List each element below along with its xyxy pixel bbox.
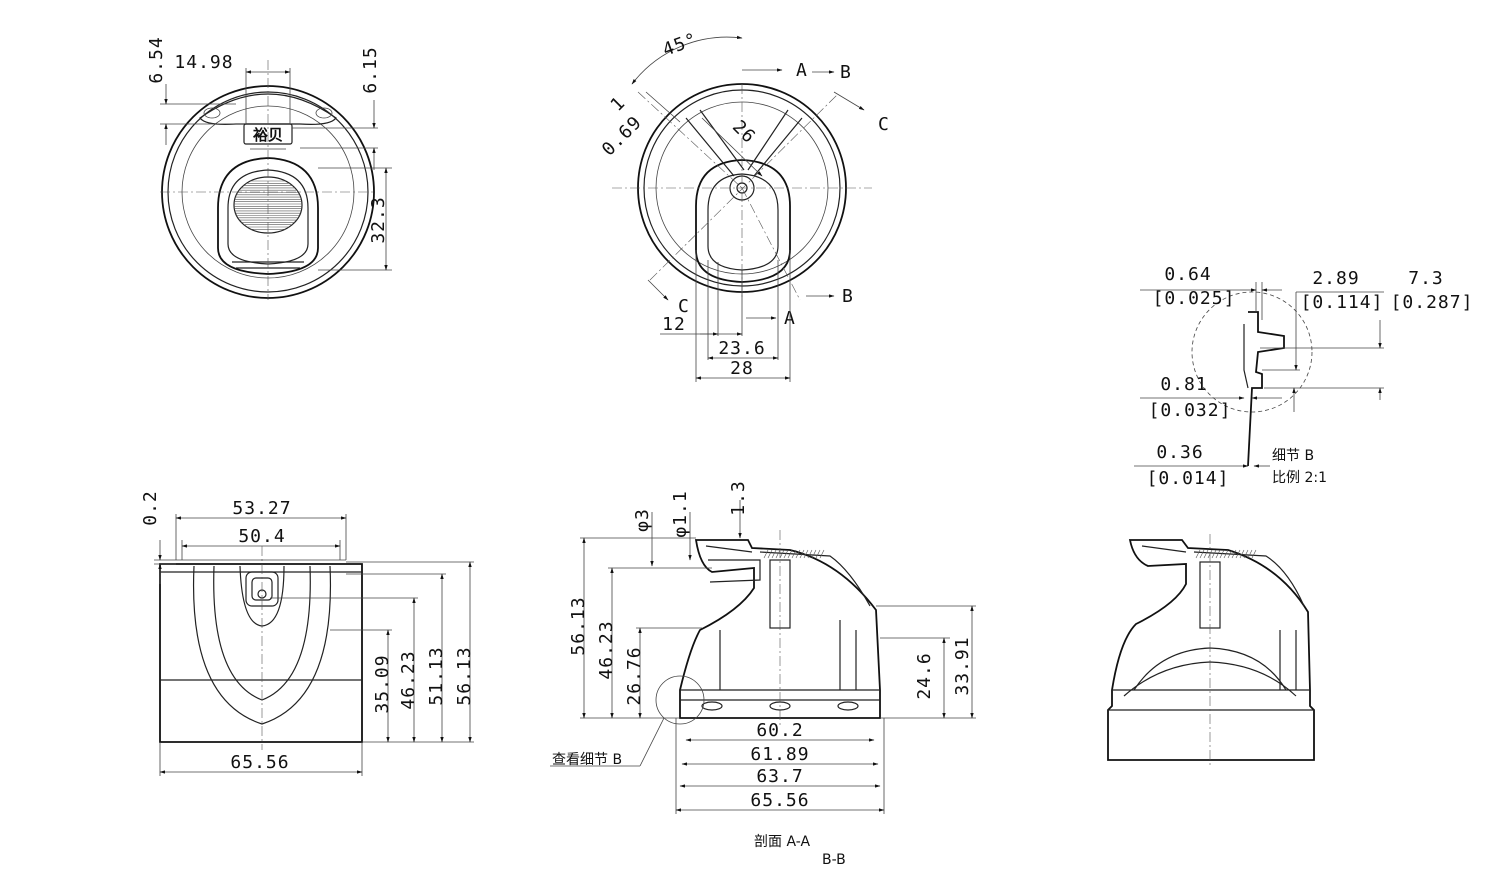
dim-12: 12 (662, 314, 686, 335)
dim-0-36-in: [0.014] (1147, 468, 1230, 489)
dim-46-23-section: 46.23 (596, 620, 617, 679)
dim-28: 28 (730, 358, 754, 379)
hatch-line (811, 549, 817, 559)
dim-51-13: 51.13 (426, 646, 447, 705)
dim-65-56-section: 65.56 (750, 790, 809, 811)
hatch-line (1235, 549, 1241, 559)
dim-56-13-front: 56.13 (454, 646, 475, 705)
detail-b-scale: 比例 2:1 (1272, 470, 1327, 486)
dim-56-13-section: 56.13 (568, 596, 589, 655)
section-a-a-title: 剖面 A-A (754, 834, 810, 850)
detail-b: 0.64 [0.025] 2.89 [0.114] 7.3 [0.287] 0.… (1134, 264, 1474, 489)
dim-14-98: 14.98 (174, 52, 233, 73)
section-mark-b-bottom: B (842, 286, 854, 307)
hatch-line (783, 549, 789, 559)
hatch-line (767, 549, 773, 559)
hatch-line (775, 549, 781, 559)
dim-26-76: 26.76 (624, 646, 645, 705)
dim-0-69: 0.69 (598, 112, 646, 160)
dim-0-36: 0.36 (1156, 442, 1203, 463)
dim-6-54: 6.54 (146, 36, 167, 83)
dim-1: 1 (606, 92, 629, 115)
dim-0-81-in: [0.032] (1149, 400, 1232, 421)
section-mark-a-bottom: A (784, 308, 796, 329)
hatch-line (1231, 549, 1237, 559)
dim-24-6: 24.6 (914, 652, 935, 699)
dim-35-09: 35.09 (372, 654, 393, 713)
dim-2-89: 2.89 (1312, 268, 1359, 289)
dim-phi1-1: φ1.1 (670, 490, 691, 537)
dim-1-3: 1.3 (728, 480, 749, 516)
hatch-line (799, 549, 805, 559)
hatch-line (1195, 549, 1201, 559)
hatch-line (779, 549, 785, 559)
dim-angle-45: 45° (660, 29, 701, 61)
hatch-line (795, 549, 801, 559)
section-mark-b-top: B (840, 62, 852, 83)
hatch-line (1199, 549, 1205, 559)
dim-53-27: 53.27 (232, 498, 291, 519)
section-cut-view: 45° 1 0.69 26 A B C C B A 12 23.6 28 (598, 29, 890, 382)
section-mark-c-top: C (878, 114, 890, 135)
hatch-line (1227, 549, 1233, 559)
front-view: 53.27 50.4 0.2 35.09 46.23 51.13 56.13 6… (140, 490, 475, 776)
hatch-line (1215, 549, 1221, 559)
dim-63-7: 63.7 (756, 766, 803, 787)
hatch-line (819, 549, 825, 559)
hatch-line (1219, 549, 1225, 559)
hatch-line (763, 549, 769, 559)
dim-6-15: 6.15 (360, 46, 381, 93)
hatch-line (1243, 549, 1249, 559)
dim-23-6: 23.6 (718, 338, 765, 359)
dim-0-2: 0.2 (140, 490, 161, 526)
hatch-line (815, 549, 821, 559)
hatch-line (1203, 549, 1209, 559)
logo-text: 裕贝 (252, 126, 283, 144)
dim-7-3: 7.3 (1408, 268, 1444, 289)
dim-60-2: 60.2 (756, 720, 803, 741)
see-detail-b-label: 查看细节 B (552, 752, 622, 768)
dim-7-3-in: [0.287] (1391, 292, 1474, 313)
section-mark-c-bottom: C (678, 296, 690, 317)
dim-33-91: 33.91 (952, 636, 973, 695)
section-mark-a-top: A (796, 60, 808, 81)
hatch-line (1251, 549, 1257, 559)
detail-b-title: 细节 B (1272, 448, 1314, 464)
hatch-line (771, 549, 777, 559)
dim-2-89-in: [0.114] (1301, 292, 1384, 313)
hatch-line (807, 549, 813, 559)
section-b-b-title: B-B (822, 852, 846, 868)
section-b-b (1107, 534, 1315, 766)
dim-65-56-front: 65.56 (230, 752, 289, 773)
hatch-line (791, 549, 797, 559)
dim-0-64: 0.64 (1164, 264, 1211, 285)
dim-61-89: 61.89 (750, 744, 809, 765)
top-view: 裕贝 14.98 6.54 6.15 32.3 (146, 36, 392, 300)
dim-0-64-in: [0.025] (1153, 288, 1236, 309)
hatch-line (1223, 549, 1229, 559)
dim-phi3: φ3 (632, 508, 653, 532)
dim-32-3: 32.3 (368, 196, 389, 243)
dim-46-23: 46.23 (398, 650, 419, 709)
hatch-line (1239, 549, 1245, 559)
hatch-line (1211, 549, 1217, 559)
hatch-line (1247, 549, 1253, 559)
dim-26: 26 (728, 116, 760, 148)
section-a-a: 查看细节 B 56.13 46.23 26.76 φ3 φ1.1 1.3 24.… (550, 480, 976, 868)
dim-0-81: 0.81 (1160, 374, 1207, 395)
dim-50-4: 50.4 (238, 526, 285, 547)
hatch-line (787, 549, 793, 559)
hatch-line (803, 549, 809, 559)
